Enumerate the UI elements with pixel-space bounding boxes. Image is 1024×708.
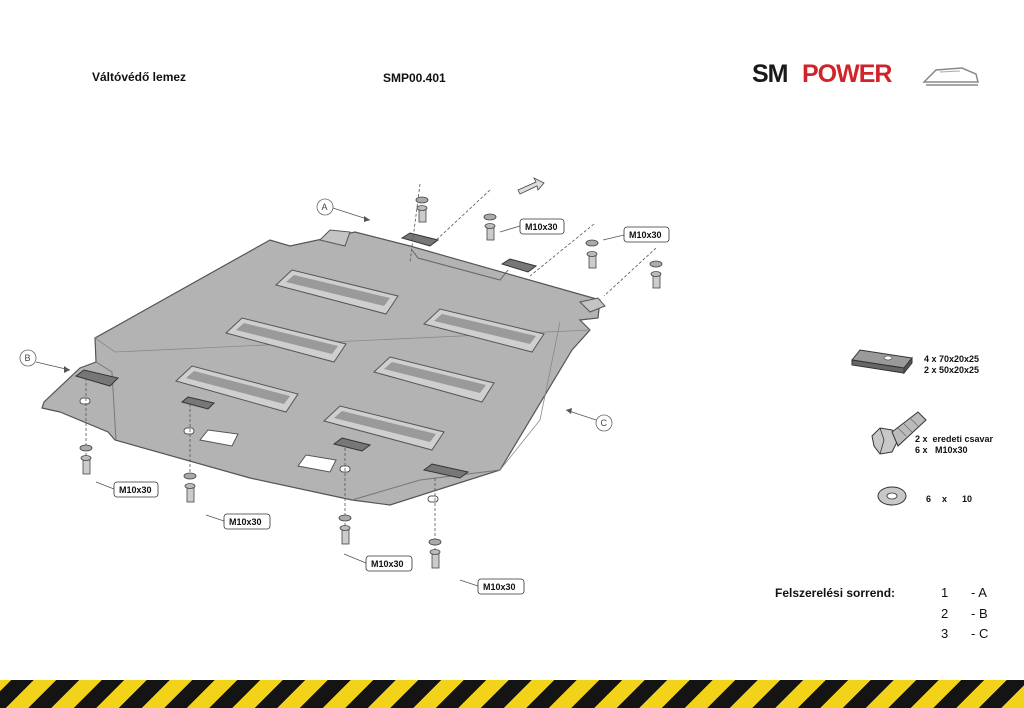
assembly-step-letter: - C (971, 626, 989, 641)
logo-power-text: POWER (802, 60, 892, 88)
washer-x: x (942, 494, 948, 504)
hazard-stripe-footer (0, 680, 1024, 708)
bolt-label-1: M10x30 (499, 218, 565, 235)
callout-c-letter: C (601, 418, 608, 428)
assembly-step-letter: - A (971, 585, 987, 600)
spacer-spec: 4 x 70x20x25 2 x 50x20x25 (924, 354, 979, 376)
assembly-step-number: 2 (941, 606, 949, 621)
bolt-icon (79, 444, 93, 475)
bolt-label-3-text: M10x30 (119, 485, 152, 495)
spacer-spec-line-2: 2 x 50x20x25 (924, 365, 980, 375)
bolt-icon (649, 260, 663, 289)
bolt-icon (483, 213, 497, 241)
spacer-spec-line-1: 4 x 70x20x25 (924, 354, 980, 364)
bolt-label-6: M10x30 (459, 578, 525, 595)
assembly-order-label: Felszerelési sorrend: (775, 586, 896, 600)
callout-b: B (19, 349, 71, 373)
washer-size: 10 (962, 494, 973, 504)
logo-car-icon (922, 67, 979, 86)
bolt-label-5: M10x30 (343, 553, 413, 572)
bolt-label-2: M10x30 (602, 226, 670, 243)
bolt-label-3: M10x30 (95, 481, 159, 498)
exploded-assembly-diagram: A B C M10x30 M10x30 M10x30 M10x30 M1 (19, 177, 927, 595)
bolt-spec-line-2: 6 x M10x30 (915, 445, 968, 455)
bolt-spec: 2 x eredeti csavar 6 x M10x30 (915, 434, 993, 456)
bolt-icon (428, 538, 442, 569)
callout-a: A (316, 198, 371, 222)
bolt-label-4: M10x30 (205, 513, 271, 530)
bolt-icon (338, 514, 352, 545)
logo-sm-text: SM (752, 60, 788, 88)
bolt-icon (183, 472, 197, 503)
assembly-step-number: 3 (941, 626, 949, 641)
bolt-label-5-text: M10x30 (371, 559, 404, 569)
spacer-block-icon (851, 349, 913, 375)
washer-icon (877, 486, 907, 506)
bolt-label-4-text: M10x30 (229, 517, 262, 527)
part-code: SMP00.401 (383, 71, 446, 85)
bolts (79, 196, 663, 569)
smpower-logo: SM POWER (752, 58, 980, 96)
assembly-step-letter: - B (971, 606, 988, 621)
hex-bolt-icon (871, 411, 927, 455)
bolt-label-2-text: M10x30 (629, 230, 662, 240)
bolt-icon (585, 239, 599, 269)
callout-c: C (565, 408, 613, 432)
callout-a-letter: A (322, 202, 328, 212)
plate-body (41, 231, 601, 506)
washer-qty: 6 (926, 494, 932, 504)
skid-plate (41, 229, 606, 506)
plate-spacers (74, 232, 538, 479)
bolt-icon (415, 196, 429, 223)
callout-b-letter: B (25, 353, 31, 363)
bolt-spec-line-1: 2 x eredeti csavar (915, 434, 994, 444)
bolt-label-6-text: M10x30 (483, 582, 516, 592)
plate-cutouts (79, 397, 439, 503)
document-title: Váltóvédő lemez (92, 70, 187, 84)
direction-arrow-icon (517, 177, 545, 195)
bolt-label-1-text: M10x30 (525, 222, 558, 232)
assembly-step-number: 1 (941, 585, 949, 600)
